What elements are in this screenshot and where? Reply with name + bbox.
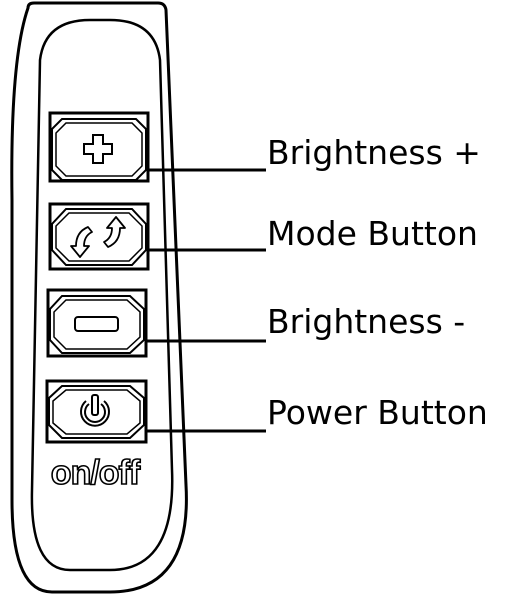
power-icon: [80, 394, 110, 427]
brightness-plus-button[interactable]: [48, 111, 150, 183]
mode-face-inner: [55, 212, 143, 262]
brightness-minus-highlight-box: [46, 288, 148, 358]
plus-icon: [83, 134, 113, 164]
label-brightness-plus: Brightness +: [267, 133, 481, 172]
cycle-arrows-icon: [70, 216, 126, 258]
remote-inner-bezel: [30, 18, 174, 572]
minus-icon: [74, 316, 119, 332]
power-button[interactable]: [45, 379, 148, 444]
power-face-inner: [52, 389, 141, 435]
mode-highlight-box: [48, 202, 150, 271]
mode-face: [51, 208, 147, 266]
power-highlight-box: [45, 379, 148, 444]
on-off-text: on/off: [51, 454, 141, 492]
brightness-plus-face-inner: [55, 122, 143, 177]
brightness-minus-button[interactable]: [46, 288, 148, 358]
label-power-button: Power Button: [267, 393, 488, 432]
label-mode-button: Mode Button: [267, 214, 478, 253]
mode-button[interactable]: [48, 202, 150, 271]
label-brightness-minus: Brightness -: [267, 302, 466, 341]
brightness-minus-face-inner: [53, 299, 141, 350]
